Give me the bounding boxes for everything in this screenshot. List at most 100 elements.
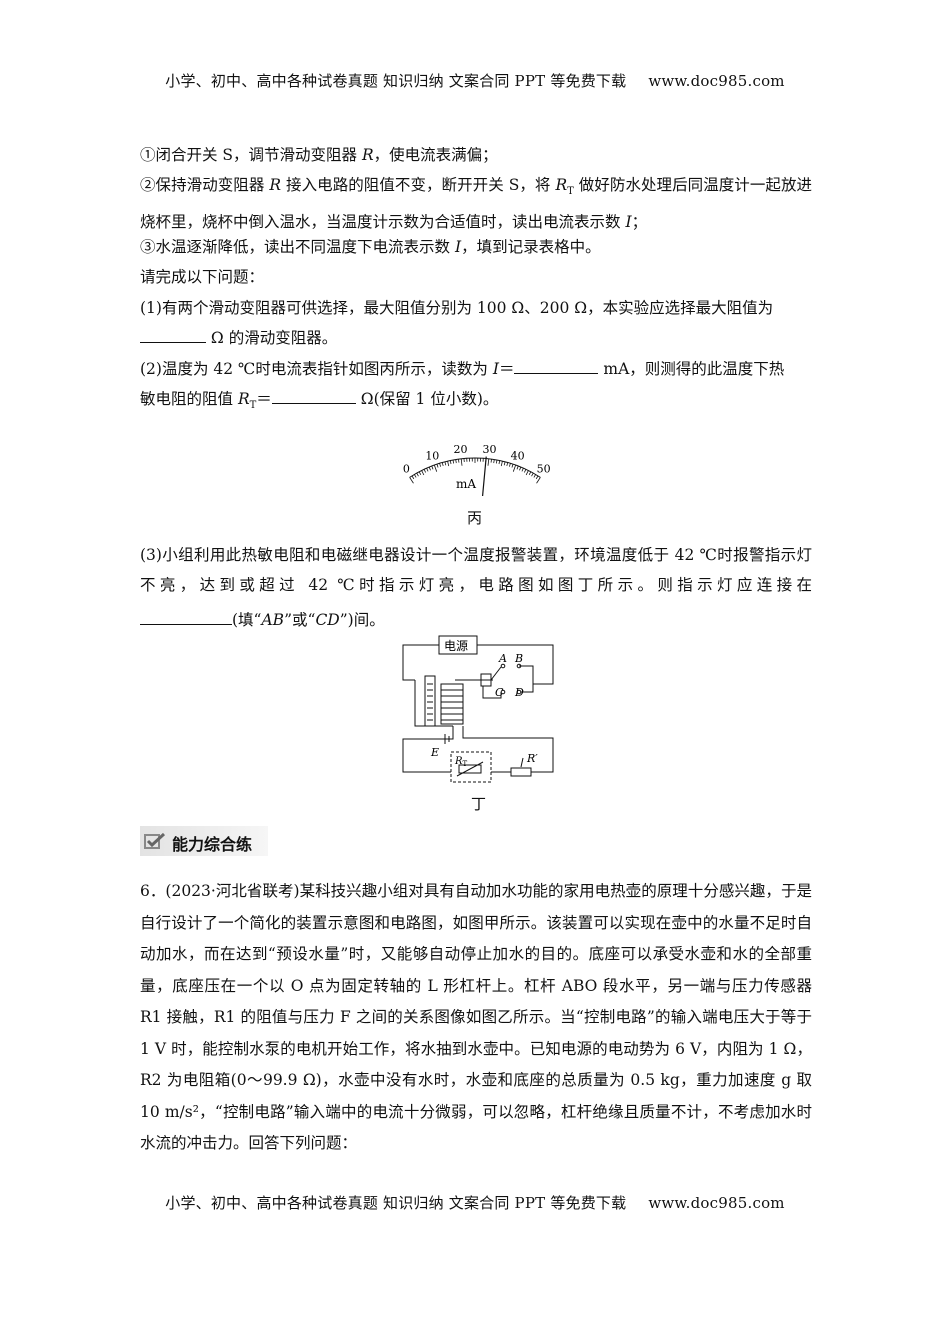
power-source-label: 电源 [444,639,468,653]
section-title: 能力综合练 [172,835,253,854]
meter-tick [423,469,426,473]
meter-tick [524,469,527,473]
meter-tick [426,468,429,472]
wire-left-top [402,644,439,681]
spring-icon [427,683,433,721]
meter-tick-label: 50 [537,462,551,475]
relay-circuit-figure: 电源 A B C D E RT R′ [402,635,554,783]
meter-tick [535,475,539,480]
thermistor-slash [456,761,484,777]
question-2-line-1: (2)温度为 42 ℃时电流表指针如图丙所示，读数为 I＝ mA，则测得的此温度… [140,359,785,378]
meter-tick [508,463,511,467]
meter-scale [409,457,541,484]
rheostat-arrow [520,757,524,768]
meter-tick [411,475,415,480]
meter-tick [418,471,422,476]
page-header: 小学、初中、高中各种试卷真题 知识归纳 文案合同 PPT 等免费下载 www.do… [0,70,950,91]
meter-tick [528,471,532,476]
meter-tick [414,474,417,478]
question-6: 6．(2023·河北省联考)某科技兴趣小组对具有自动加水功能的家用电热壶的原理十… [140,882,812,1152]
wire-right-top [477,644,554,685]
figure-bing-caption: 丙 [467,509,483,527]
meter-needle [481,456,487,496]
meter-tick [525,470,529,476]
meter-tick [512,464,517,472]
figure-ding-caption: 丁 [471,795,487,813]
ammeter-figure: 0 10 20 30 40 50 mA [403,443,551,496]
meter-arc [409,457,541,478]
meter-tick [519,466,522,471]
meter-tick [521,468,524,472]
meter-tick [428,466,431,471]
meter-tick [452,459,455,464]
footer-url[interactable]: www.doc985.com [648,1194,785,1212]
wire-left-bottom [402,726,454,773]
label-rprime: R′ [526,752,538,765]
meter-tick [441,462,444,467]
question-3-blank[interactable] [140,610,232,625]
meter-tick [516,465,519,470]
meter-tick [447,461,450,467]
meter-tick-label: 0 [403,462,410,475]
contact-d [516,689,522,695]
question-2-line-2: 敏电阻的阻值 RT＝ Ω(保留 1 位小数)。 [140,389,499,412]
question-2-current-blank[interactable] [514,359,599,374]
battery-icon [444,734,450,744]
meter-tick [444,461,447,466]
page-footer: 小学、初中、高中各种试卷真题 知识归纳 文案合同 PPT 等免费下载 www.do… [0,1192,950,1213]
meter-tick-labels: 0 10 20 30 40 50 [403,443,551,475]
label-b: B [514,652,523,665]
meter-tick-label: 30 [482,443,496,456]
meter-tick [449,460,452,465]
meter-tick [493,459,495,464]
header-url[interactable]: www.doc985.com [648,72,785,90]
meter-tick-label: 10 [425,449,439,462]
header-left-text: 小学、初中、高中各种试卷真题 知识归纳 文案合同 PPT 等免费下载 [165,72,627,90]
wire-b-d [519,665,534,693]
question-1-line-1: (1)有两个滑动变阻器可供选择，最大阻值分别为 100 Ω、200 Ω，本实验应… [140,299,774,317]
label-d: D [514,686,524,699]
thermistor-icon [458,764,482,774]
meter-tick [506,462,509,467]
label-a: A [498,652,507,665]
meter-tick [416,472,419,477]
question-1-line-2: Ω 的滑动变阻器。 [140,326,337,348]
meter-tick [511,464,514,468]
label-rt: RT [454,756,468,768]
meter-tick [503,461,506,466]
questions-prompt: 请完成以下问题： [140,268,265,286]
label-c: C [495,686,504,699]
meter-tick [531,472,534,477]
checkmark-icon [144,833,166,849]
electromagnet-coil [440,683,464,725]
question-2-resistance-blank[interactable] [271,389,356,404]
meter-tick [431,465,434,470]
meter-tick [409,477,414,484]
meter-tick-label: 40 [511,449,525,462]
wire-to-c [482,686,502,699]
question-6-source: (2023·河北省联考) [165,882,300,900]
footer-left-text: 小学、初中、高中各种试卷真题 知识归纳 文案合同 PPT 等免费下载 [165,1194,627,1212]
wire-right-bottom [462,726,554,773]
switch-blade [490,666,502,681]
question-1-blank[interactable] [140,328,206,343]
meter-tick [439,463,442,467]
step-2: ②保持滑动变阻器 R 接入电路的阻值不变，断开开关 S，将 RT 做好防水处理后… [140,176,812,232]
section-banner: 能力综合练 [140,826,268,856]
meter-tick [436,464,439,468]
meter-tick [487,458,490,466]
question-6-text: 某科技兴趣小组对具有自动加水功能的家用电热壶的原理十分感兴趣，于是自行设计了一个… [140,882,812,1152]
label-e: E [430,746,439,759]
thermistor-enclosure [450,751,492,783]
question-3-text: (3)小组利用此热敏电阻和电磁继电器设计一个温度报警装置，环境温度低于 42 ℃… [140,546,812,594]
meter-tick [498,460,501,465]
relay-frame [414,680,453,727]
question-3-line-3: (填“AB”或“CD”)间。 [140,608,385,630]
meter-tick-label: 20 [454,443,468,456]
meter-tick [495,459,498,464]
meter-tick [460,458,463,466]
meter-unit-label: mA [456,477,476,491]
meter-tick [533,474,536,478]
meter-tick [421,470,425,476]
meter-tick [433,464,438,472]
